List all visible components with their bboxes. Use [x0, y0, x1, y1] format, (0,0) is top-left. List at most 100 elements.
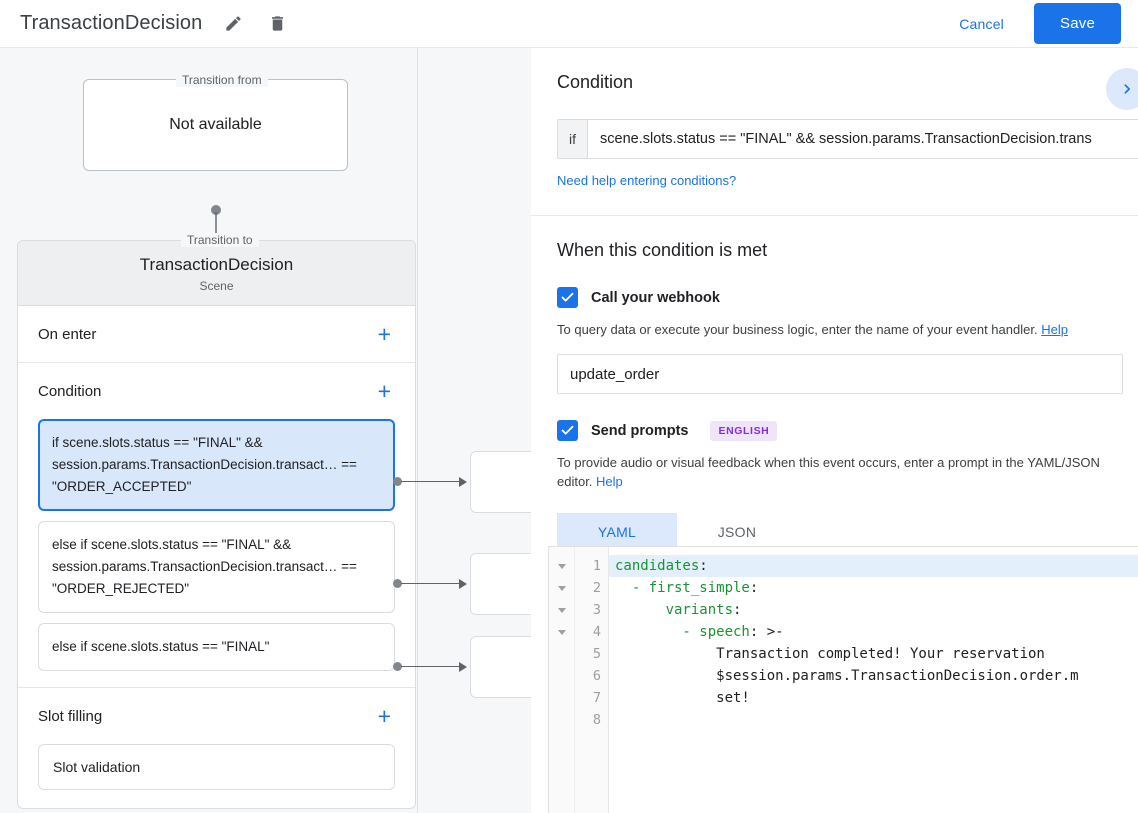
- editor-format-tabs: YAML JSON: [557, 513, 1112, 551]
- tab-yaml[interactable]: YAML: [557, 513, 677, 551]
- tab-json[interactable]: JSON: [717, 524, 757, 540]
- webhook-hint-text: To query data or execute your business l…: [557, 322, 1038, 337]
- condition-out-dot-2: [393, 579, 402, 588]
- condition-edge-3: [401, 666, 461, 667]
- code-line-4[interactable]: - speech: >-: [609, 621, 1138, 643]
- condition-expression-input[interactable]: [588, 120, 1138, 158]
- send-prompts-checkbox[interactable]: [557, 420, 578, 441]
- condition-edge-arrow-2: [459, 579, 467, 589]
- code-line-8[interactable]: [609, 709, 1138, 731]
- code-line-2[interactable]: - first_simple:: [609, 577, 1138, 599]
- add-on-enter-button[interactable]: +: [377, 320, 391, 347]
- cancel-button[interactable]: Cancel: [947, 7, 1016, 41]
- code-key-2: - first_simple: [615, 580, 750, 596]
- line-number: 3: [592, 602, 601, 618]
- scene-name: TransactionDecision: [139, 255, 294, 274]
- send-prompts-row: Send prompts ENGLISH: [557, 420, 1112, 441]
- if-prefix-label: if: [558, 120, 588, 158]
- prompts-hint-text: To provide audio or visual feedback when…: [557, 455, 1100, 489]
- add-slot-filling-button[interactable]: +: [377, 702, 391, 729]
- code-line-1[interactable]: candidates:: [609, 555, 1138, 577]
- section-condition: Condition + if scene.slots.status == "FI…: [18, 363, 415, 688]
- section-slot-filling: Slot filling + Slot validation: [18, 688, 415, 808]
- slot-filling-list: Slot validation: [38, 744, 395, 808]
- condition-edge-arrow-3: [459, 662, 467, 672]
- when-condition-met-section: When this condition is met Call your web…: [531, 216, 1138, 551]
- section-on-enter: On enter +: [18, 306, 415, 363]
- webhook-hint: To query data or execute your business l…: [557, 320, 1112, 339]
- fold-toggle-2[interactable]: [549, 577, 574, 599]
- line-number: 2: [592, 580, 601, 596]
- prompts-hint: To provide audio or visual feedback when…: [557, 453, 1112, 491]
- chevron-right-icon[interactable]: [1106, 68, 1138, 110]
- add-condition-button[interactable]: +: [377, 377, 391, 404]
- editor-code-area[interactable]: candidates: - first_simple: variants: - …: [609, 547, 1138, 813]
- prompts-help-link[interactable]: Help: [596, 474, 623, 489]
- scene-flow-canvas[interactable]: Transition from Not available Transition…: [0, 48, 531, 813]
- condition-list: if scene.slots.status == "FINAL" && sess…: [38, 419, 395, 687]
- need-help-conditions-link[interactable]: Need help entering conditions?: [557, 173, 737, 188]
- slot-validation-item[interactable]: Slot validation: [38, 744, 395, 790]
- transition-to-legend: Transition to: [181, 233, 259, 247]
- condition-heading: Condition: [557, 72, 634, 92]
- editor-line-numbers: 1 2 3 4 5 6 7 8: [575, 547, 609, 813]
- call-webhook-checkbox[interactable]: [557, 287, 578, 308]
- scene-card[interactable]: TransactionDecision Scene On enter + Con…: [17, 240, 416, 809]
- top-app-bar: TransactionDecision Cancel Save: [0, 0, 1138, 48]
- section-title-slot-filling: Slot filling: [38, 707, 103, 725]
- line-number: 8: [592, 712, 601, 728]
- code-line-3[interactable]: variants:: [609, 599, 1138, 621]
- condition-item-1[interactable]: if scene.slots.status == "FINAL" && sess…: [38, 419, 395, 511]
- code-line-7[interactable]: set!: [615, 690, 750, 706]
- fold-toggle-4[interactable]: [549, 621, 574, 643]
- save-button[interactable]: Save: [1034, 3, 1121, 44]
- canvas-divider: [417, 48, 418, 813]
- code-line-5[interactable]: Transaction completed! Your reservation: [615, 646, 1045, 662]
- send-prompts-label: Send prompts: [591, 422, 689, 439]
- webhook-help-link[interactable]: Help: [1041, 322, 1068, 337]
- code-punct-1: :: [699, 558, 708, 574]
- condition-item-2[interactable]: else if scene.slots.status == "FINAL" &&…: [38, 521, 395, 613]
- call-webhook-row: Call your webhook: [557, 287, 1112, 308]
- line-number: 7: [592, 690, 601, 706]
- condition-expression-field[interactable]: if: [557, 119, 1138, 159]
- fold-toggle-1[interactable]: [549, 555, 574, 577]
- call-webhook-label: Call your webhook: [591, 289, 720, 306]
- condition-out-dot-3: [393, 662, 402, 671]
- yaml-editor[interactable]: 1 2 3 4 5 6 7 8 candidates: - first_simp…: [548, 546, 1138, 813]
- code-key-3: variants: [615, 602, 734, 618]
- code-key-4: - speech: [615, 624, 750, 640]
- editor-fold-gutter[interactable]: [549, 547, 575, 813]
- target-node-1[interactable]: [470, 451, 531, 513]
- line-number: 1: [592, 558, 601, 574]
- target-node-2[interactable]: [470, 553, 531, 615]
- code-punct-2: :: [749, 580, 759, 596]
- trash-icon[interactable]: [264, 11, 290, 37]
- line-number: 5: [592, 646, 601, 662]
- transition-from-value: Not available: [169, 116, 262, 133]
- condition-out-dot-1: [393, 477, 402, 486]
- condition-item-3[interactable]: else if scene.slots.status == "FINAL": [38, 623, 395, 671]
- code-punct-3: :: [733, 602, 742, 618]
- pencil-icon[interactable]: [220, 11, 246, 37]
- language-badge: ENGLISH: [710, 420, 778, 441]
- scene-type: Scene: [199, 279, 234, 293]
- target-node-3[interactable]: [470, 636, 531, 698]
- transition-from-legend: Transition from: [176, 73, 268, 87]
- code-key-1: candidates: [615, 558, 700, 574]
- fold-toggle-3[interactable]: [549, 599, 574, 621]
- section-title-on-enter: On enter: [38, 325, 97, 343]
- page-title: TransactionDecision: [20, 12, 203, 34]
- code-line-6[interactable]: $session.params.TransactionDecision.orde…: [615, 668, 1079, 684]
- section-title-condition: Condition: [38, 382, 102, 400]
- condition-section: Condition if Need help entering conditio…: [531, 48, 1138, 216]
- when-condition-met-heading: When this condition is met: [557, 240, 768, 260]
- condition-edge-2: [401, 583, 461, 584]
- line-number: 6: [592, 668, 601, 684]
- line-number: 4: [592, 624, 601, 640]
- top-bar-actions: Cancel Save: [947, 3, 1138, 44]
- condition-edge-arrow-1: [459, 477, 467, 487]
- transition-from-box[interactable]: Not available: [83, 79, 348, 171]
- webhook-handler-input[interactable]: [557, 354, 1123, 394]
- scene-card-header: TransactionDecision Scene: [18, 241, 415, 306]
